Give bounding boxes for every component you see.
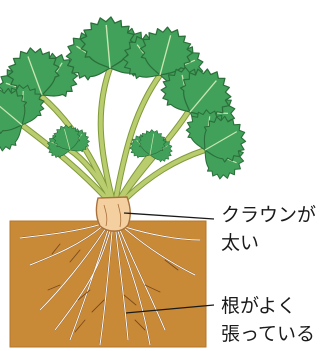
soil-block xyxy=(10,221,206,347)
roots-label: 根がよく 張っている xyxy=(221,295,316,345)
leaves: .vein{stroke:#C8E6B0;stroke-width:1.3;fi… xyxy=(0,13,265,197)
roots-leader-line xyxy=(125,304,215,314)
stems xyxy=(19,65,208,205)
roots xyxy=(19,223,201,346)
crown-leader-line xyxy=(123,212,215,220)
crown xyxy=(95,196,131,232)
crown-label: クラウンが 太い xyxy=(221,204,317,254)
